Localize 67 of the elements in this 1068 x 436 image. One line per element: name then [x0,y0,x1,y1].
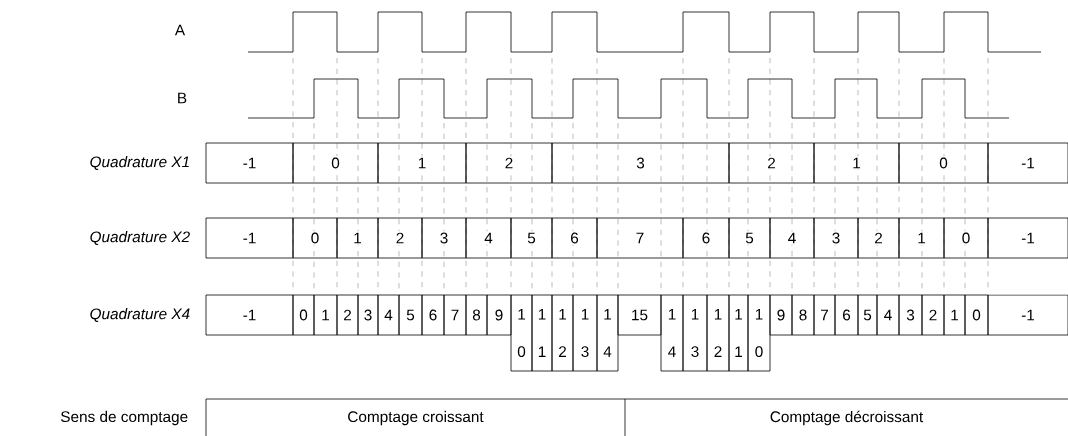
counter-cell: 9 [769,294,793,336]
row-label: Quadrature X2 [90,231,190,245]
counter-cell: 0 [292,294,315,336]
counter-cell: 8 [791,294,815,336]
counter-cell: 2 [465,142,553,184]
counter-cell: 6 [682,217,730,259]
counter-cell: 4 [769,217,815,259]
counter-cell: 7 [596,217,684,259]
counter-cell: 4 [876,294,900,336]
direction-cell: Comptage décroissant [624,398,1068,436]
counter-cell: 6 [551,217,598,259]
counter-cell: 3 [421,217,467,259]
row-label: Quadrature X1 [90,156,189,170]
counter-cell: 2 [728,142,815,184]
counter-cell: 2 [336,294,359,336]
signal-label: A [174,24,186,36]
counter-cell: 3 [898,294,923,336]
counter-cell: -1 [205,294,294,336]
counter-cell: -1 [205,142,294,184]
counter-cell: 5 [857,294,878,336]
counter-cell: 4 [377,294,400,336]
counter-cell: 1 [898,217,945,259]
counter-cell: 3 [813,217,859,259]
counter-cell: 5 [398,294,423,336]
counter-cell: 4 [465,217,512,259]
counter-cell: 1 0 [747,294,771,372]
counter-cell: 0 [964,294,989,336]
counter-cell: 1 [943,294,966,336]
counter-cell: -1 [987,217,1068,259]
counter-cell: 7 [443,294,467,336]
counter-cell: 6 [834,294,859,336]
counter-cell: 1 0 [510,294,533,372]
counter-cell: 8 [465,294,488,336]
counter-cell: 2 [377,217,423,259]
counter-cell: -1 [987,294,1068,336]
counter-cell: 1 2 [551,294,574,372]
counter-cell: 0 [292,217,338,259]
counter-cell: 1 4 [660,294,684,372]
counter-cell: 1 3 [572,294,598,372]
counter-cell: 1 [813,142,900,184]
counter-cell: 2 [857,217,900,259]
signal-label: B [178,92,187,104]
counter-cell: 15 [617,294,662,336]
counter-cell: 3 [551,142,730,184]
counter-cell: 1 [377,142,467,184]
counter-cell: 1 3 [682,294,708,372]
counter-cell: 1 4 [596,294,619,372]
direction-cell: Comptage croissant [205,398,626,436]
counter-cell: 5 [728,217,771,259]
counter-cell: 1 1 [531,294,553,372]
counter-cell: -1 [987,142,1068,184]
counter-cell: 3 [357,294,379,336]
counter-cell: 1 1 [728,294,749,372]
row-label: Quadrature X4 [90,308,190,322]
counter-cell: 2 [921,294,945,336]
row-label: Sens de comptage [61,410,188,426]
counter-cell: 6 [421,294,445,336]
counter-cell: 1 2 [706,294,730,372]
counter-cell: 1 [313,294,338,336]
counter-cell: 0 [292,142,379,184]
counter-cell: -1 [205,217,294,259]
counter-cell: 0 [943,217,989,259]
counter-cell: 0 [898,142,989,184]
counter-cell: 7 [813,294,836,336]
counter-cell: 5 [510,217,553,259]
counter-cell: 9 [486,294,512,336]
counter-cell: 1 [336,217,379,259]
